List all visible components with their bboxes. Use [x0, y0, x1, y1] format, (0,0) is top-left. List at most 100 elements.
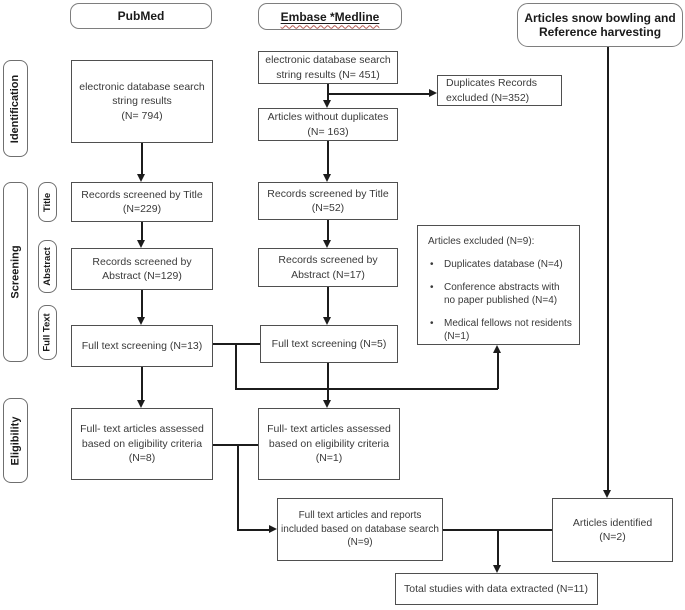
connector [141, 367, 143, 401]
arrowhead-down [137, 240, 145, 248]
articles-excluded-title: Articles excluded (N=9): [428, 236, 535, 247]
excluded-bullet: Duplicates database (N=4) [428, 258, 573, 271]
snowballing-header-line: Reference harvesting [538, 25, 662, 39]
stage-eligibility-label: Eligibility [9, 416, 22, 465]
box-text-line: Records screened by [92, 255, 192, 268]
box-text-line: (N=9) [347, 537, 373, 549]
connector [327, 287, 329, 318]
box-text-line: Full text articles and reports [298, 509, 422, 521]
connector [327, 363, 329, 401]
stage-screening-label: Screening [9, 245, 22, 299]
embase-assessed-eligibility-box: Full- text articles assessed based on el… [258, 408, 400, 480]
box-text-line: Full text screening (N=5) [271, 337, 387, 350]
embase-screened-title-box: Records screened by Title (N=52) [258, 182, 398, 220]
pubmed-header: PubMed [70, 3, 212, 29]
embase-search-results-box: electronic database search string result… [258, 51, 398, 84]
box-text-line: based on eligibility criteria [268, 437, 390, 450]
stage-full-text: Full Text [38, 305, 57, 360]
box-text-line: based on eligibility criteria [81, 437, 203, 450]
embase-header-underline: Embase *Medline [281, 10, 380, 24]
box-text-line: (N=1) [315, 452, 343, 465]
arrowhead-up [493, 345, 501, 353]
stage-full-text-label: Full Text [42, 313, 54, 352]
included-database-box: Full text articles and reports included … [277, 498, 443, 561]
connector [237, 529, 270, 531]
connector [497, 352, 499, 389]
box-text-line: Full text screening (N=13) [81, 339, 203, 352]
connector [141, 143, 143, 176]
arrowhead-down [137, 317, 145, 325]
connector [141, 290, 143, 318]
box-text-line: Duplicates Records [446, 77, 538, 90]
box-text-line: electronic database search [79, 80, 205, 93]
connector [327, 93, 429, 95]
excluded-bullet: Medical fellows not residents (N=1) [428, 317, 573, 343]
box-text-line: (N= 163) [307, 125, 349, 138]
box-text-line: Abstract (N=129) [102, 270, 182, 282]
arrowhead-down [493, 565, 501, 573]
articles-excluded-box: Articles excluded (N=9): Duplicates data… [417, 225, 580, 345]
box-text-line: Records screened by Title [267, 187, 389, 200]
connector [607, 47, 609, 491]
embase-header: Embase *Medline [258, 3, 402, 30]
embase-without-duplicates-box: Articles without duplicates (N= 163) [258, 108, 398, 141]
box-text-line: Full- text articles assessed [80, 423, 204, 436]
arrowhead-down [323, 174, 331, 182]
connector [237, 444, 239, 531]
box-text-line: Articles identified [572, 516, 653, 529]
arrowhead-down [323, 400, 331, 408]
pubmed-header-label: PubMed [117, 9, 165, 23]
connector [327, 141, 329, 175]
connector [497, 529, 499, 566]
duplicates-excluded-box: Duplicates Records excluded (N=352) [437, 75, 562, 106]
articles-identified-box: Articles identified (N=2) [552, 498, 673, 562]
stage-eligibility: Eligibility [3, 398, 28, 483]
box-text-line: (N=229) [122, 203, 162, 215]
box-text-line: Articles without duplicates [267, 111, 389, 124]
excluded-bullet: Conference abstracts with no paper publi… [428, 281, 573, 307]
embase-header-label: Embase *Medline [280, 9, 380, 24]
box-text-line: string results [112, 95, 172, 108]
total-extracted-box: Total studies with data extracted (N=11) [395, 573, 598, 605]
arrowhead-down [323, 240, 331, 248]
stage-screening: Screening [3, 182, 28, 362]
arrowhead-down [137, 400, 145, 408]
arrowhead-right [269, 525, 277, 533]
connector [235, 343, 237, 389]
embase-screened-abstract-box: Records screened by Abstract (N=17) [258, 248, 398, 287]
box-text-line: (N=52) [311, 202, 345, 214]
stage-abstract-label: Abstract [42, 247, 54, 286]
pubmed-assessed-eligibility-box: Full- text articles assessed based on el… [71, 408, 213, 480]
pubmed-screened-abstract-box: Records screened by Abstract (N=129) [71, 248, 213, 290]
pubmed-screened-title-box: Records screened by Title (N=229) [71, 182, 213, 222]
box-text-line: electronic database search [265, 54, 391, 67]
stage-title-label: Title [42, 192, 54, 212]
embase-full-text-screening-box: Full text screening (N=5) [260, 325, 398, 363]
connector [213, 343, 260, 345]
connector [141, 222, 143, 241]
arrowhead-down [137, 174, 145, 182]
box-text-line: Records screened by Title [81, 188, 203, 201]
connector [235, 388, 498, 390]
box-text-line: (N= 794) [121, 109, 163, 122]
connector [327, 220, 329, 241]
snowballing-header-line: Articles snow bowling and [524, 11, 676, 25]
connector [213, 444, 258, 446]
box-text-line: Abstract (N=17) [291, 268, 365, 281]
stage-identification-label: Identification [9, 74, 22, 143]
articles-excluded-list: Duplicates database (N=4) Conference abs… [428, 258, 573, 343]
arrowhead-down [323, 100, 331, 108]
pubmed-search-results-box: electronic database search string result… [71, 60, 213, 143]
stage-identification: Identification [3, 60, 28, 157]
arrowhead-right [429, 89, 437, 97]
box-text-line: included based on database search [281, 523, 439, 535]
snowballing-header: Articles snow bowling and Reference harv… [517, 3, 683, 47]
pubmed-full-text-screening-box: Full text screening (N=13) [71, 325, 213, 367]
box-text-line: Records screened by [278, 254, 378, 267]
arrowhead-down [603, 490, 611, 498]
connector [327, 84, 329, 101]
box-text-line: string results (N= 451) [276, 68, 380, 81]
box-text-line: Total studies with data extracted (N=11) [404, 582, 588, 595]
box-text-line: Full- text articles assessed [267, 423, 391, 436]
